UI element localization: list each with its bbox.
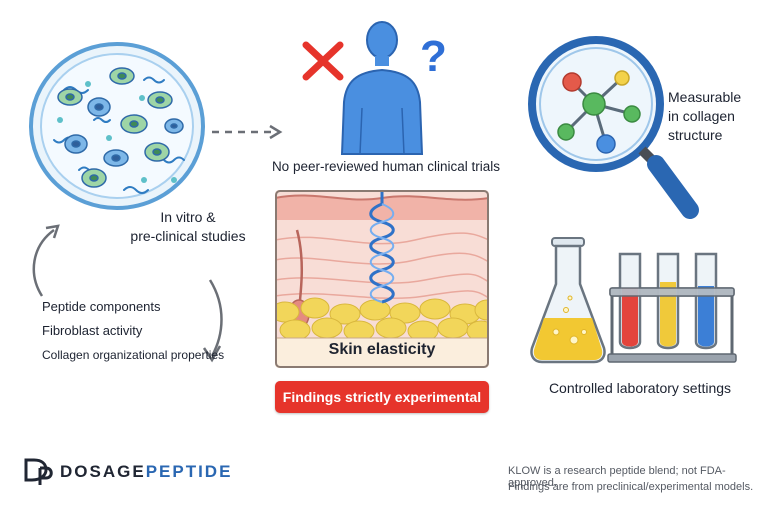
collagen-helix-icon: [369, 192, 395, 304]
skin-elasticity-label: Skin elasticity: [328, 341, 436, 358]
lab-settings-label: Controlled laboratory settings: [548, 380, 732, 396]
brand-part-2: PEPTIDE: [145, 462, 233, 481]
disclaimer-line-2: Findings are from preclinical/experiment…: [508, 481, 754, 493]
measurable-line-3: structure: [668, 127, 723, 143]
no-trials-label: No peer-reviewed human clinical trials: [271, 159, 501, 174]
human-figure-icon: [340, 21, 424, 155]
measurable-label: Measurable in collagen structure: [668, 88, 768, 145]
factor-fibroblast: Fibroblast activity: [42, 323, 143, 338]
dashed-arrow: [212, 124, 283, 140]
brand-part-1: DOSAGE: [60, 462, 146, 481]
measurable-line-2: in collagen: [668, 108, 735, 124]
red-x-icon: [302, 41, 344, 81]
factor-peptide: Peptide components: [42, 299, 161, 314]
dp-logo-icon: [24, 458, 53, 485]
invitro-line-1: In vitro &: [160, 209, 216, 225]
question-mark-icon: ?: [420, 32, 447, 81]
invitro-line-2: pre-clinical studies: [130, 228, 246, 244]
measurable-line-1: Measurable: [668, 89, 742, 105]
petri-dish-icon: [29, 42, 205, 210]
test-tubes-icon: [607, 252, 737, 363]
factor-collagen: Collagen organizational properties: [42, 348, 225, 362]
molecule-icon: [557, 70, 641, 154]
disclaimer-line-1: KLOW is a research peptide blend; not FD…: [508, 465, 726, 489]
invitro-label: In vitro & pre-clinical studies: [118, 208, 258, 246]
erlenmeyer-flask-icon: [530, 237, 606, 364]
skin-cross-section-icon: [275, 190, 489, 368]
magnifying-glass-icon: [528, 36, 699, 219]
cycle-arrows: [32, 224, 223, 363]
experimental-banner: Findings strictly experimental: [275, 381, 489, 413]
brand-wordmark: DOSAGEPEPTIDE: [60, 462, 232, 482]
